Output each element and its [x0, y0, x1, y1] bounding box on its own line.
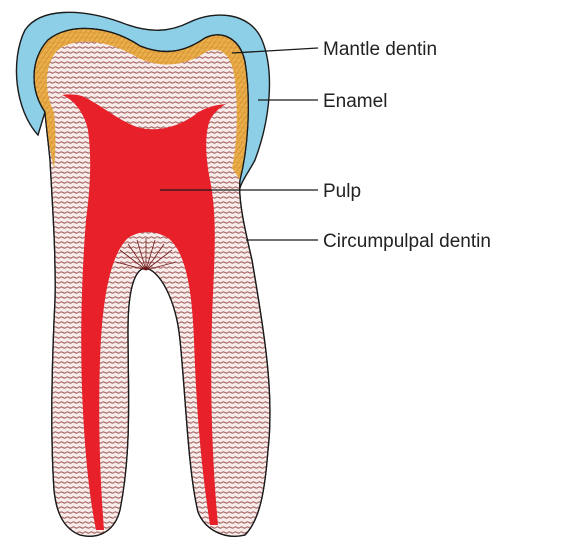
label-circumpulpal-dentin: Circumpulpal dentin	[323, 231, 491, 252]
label-pulp: Pulp	[323, 181, 361, 202]
label-enamel: Enamel	[323, 91, 387, 112]
label-mantle-dentin: Mantle dentin	[323, 39, 437, 60]
